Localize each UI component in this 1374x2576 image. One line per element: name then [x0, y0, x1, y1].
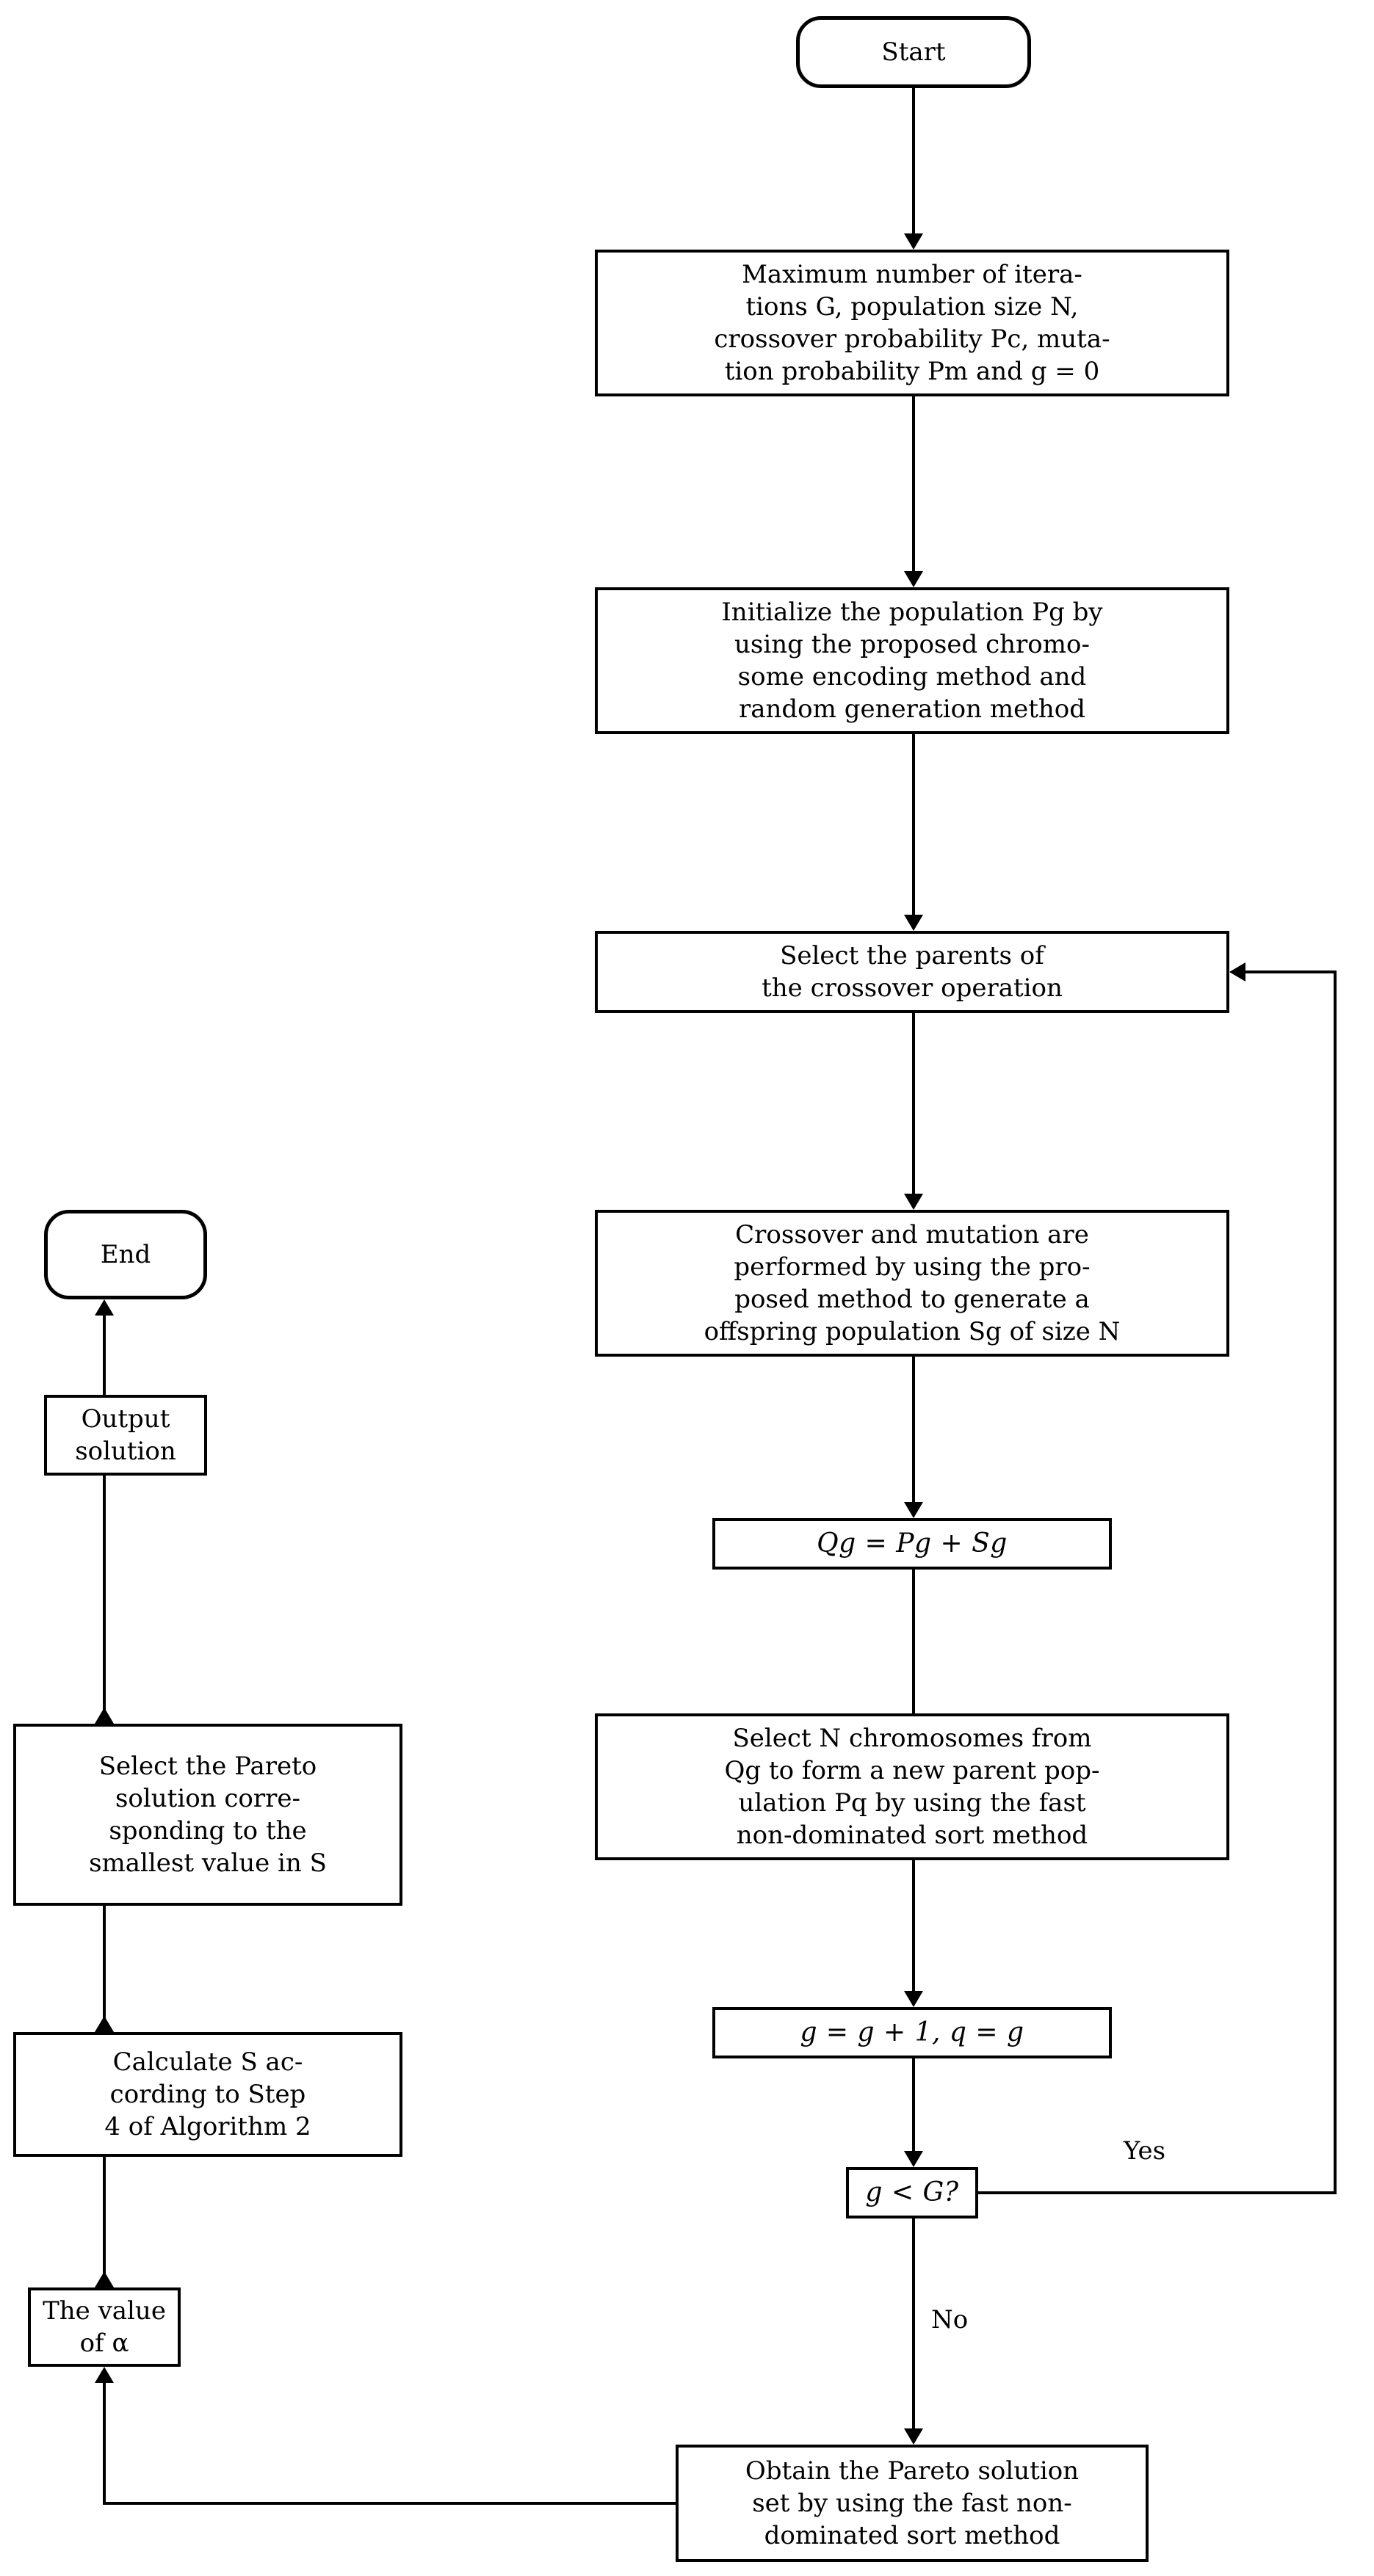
edge-select-parents-to-crossover — [912, 1013, 915, 1195]
edge-pareto-to-alpha-horizontal — [103, 2502, 677, 2505]
edge-init-population-to-select-parents — [912, 734, 915, 916]
node-loop-condition-label: g < G? — [865, 2177, 959, 2207]
arrowhead-select-chromosomes-to-increment — [904, 1991, 923, 2007]
node-init-params[interactable]: Maximum number of itera- tions G, popula… — [595, 250, 1229, 396]
node-select-parents-label: Select the parents of the crossover oper… — [762, 940, 1063, 1003]
node-calculate-s[interactable]: Calculate S ac- cording to Step 4 of Alg… — [13, 2032, 402, 2157]
edge-calculate-s-to-select-pareto — [103, 1904, 106, 2033]
node-select-chromosomes-label: Select N chromosomes from Qg to form a n… — [724, 1723, 1100, 1851]
node-init-params-label: Maximum number of itera- tions G, popula… — [714, 259, 1110, 387]
arrowhead-increment-to-condition — [904, 2151, 923, 2167]
node-obtain-pareto-set[interactable]: Obtain the Pareto solution set by using … — [676, 2445, 1149, 2562]
edge-increment-to-condition — [912, 2058, 915, 2152]
node-output-solution[interactable]: Output solution — [44, 1395, 207, 1476]
node-start[interactable]: Start — [796, 16, 1031, 88]
node-select-parents[interactable]: Select the parents of the crossover oper… — [595, 931, 1229, 1013]
node-combine-populations-label: Qg = Pg + Sg — [817, 1528, 1008, 1559]
arrowhead-select-parents-to-crossover — [904, 1194, 923, 1210]
node-value-alpha[interactable]: The value of α — [28, 2287, 181, 2367]
node-increment-counter-label: g = g + 1, q = g — [800, 2017, 1024, 2047]
edge-pareto-to-alpha-vertical — [103, 2383, 106, 2503]
node-select-pareto-solution[interactable]: Select the Pareto solution corre- spondi… — [13, 1724, 402, 1906]
arrowhead-init-population-to-select-parents — [904, 915, 923, 931]
node-crossover-mutation-label: Crossover and mutation are performed by … — [704, 1219, 1121, 1347]
node-end-label: End — [100, 1239, 151, 1269]
node-value-alpha-label: The value of α — [43, 2296, 166, 2358]
arrowhead-crossover-to-combine — [904, 1502, 923, 1518]
edge-combine-to-select-chromosomes — [912, 1570, 915, 1716]
edge-no-vertical — [912, 2218, 915, 2431]
node-loop-condition[interactable]: g < G? — [846, 2167, 978, 2218]
node-init-population[interactable]: Initialize the population Pg by using th… — [595, 587, 1229, 734]
edge-output-to-end — [103, 1316, 106, 1396]
edge-start-to-init-params — [912, 88, 915, 235]
node-select-chromosomes[interactable]: Select N chromosomes from Qg to form a n… — [595, 1713, 1229, 1860]
edge-init-params-to-init-population — [912, 396, 915, 573]
node-crossover-mutation[interactable]: Crossover and mutation are performed by … — [595, 1210, 1229, 1357]
arrowhead-output-to-end — [95, 1299, 114, 1316]
edge-select-pareto-to-output — [103, 1476, 106, 1725]
arrowhead-calculate-s-to-select-pareto — [95, 2016, 114, 2032]
node-init-population-label: Initialize the population Pg by using th… — [721, 597, 1103, 725]
edge-label-yes: Yes — [1124, 2136, 1166, 2166]
node-combine-populations[interactable]: Qg = Pg + Sg — [712, 1518, 1112, 1570]
node-increment-counter[interactable]: g = g + 1, q = g — [712, 2007, 1112, 2058]
arrowhead-init-params-to-init-population — [904, 571, 923, 587]
arrowhead-into-value-alpha — [95, 2367, 114, 2383]
edge-label-no: No — [931, 2305, 969, 2334]
edge-yes-return-horizontal — [1245, 970, 1337, 973]
node-start-label: Start — [881, 37, 946, 67]
edge-alpha-to-calculate-s — [103, 2157, 106, 2289]
arrowhead-start-to-init-params — [904, 233, 923, 250]
edge-crossover-to-combine — [912, 1357, 915, 1503]
arrowhead-no-into-obtain-pareto — [904, 2428, 923, 2445]
node-output-solution-label: Output solution — [75, 1404, 176, 1466]
edge-yes-horizontal — [978, 2191, 1337, 2194]
node-end-shape[interactable]: End — [44, 1210, 207, 1299]
node-obtain-pareto-set-label: Obtain the Pareto solution set by using … — [745, 2456, 1080, 2551]
node-calculate-s-label: Calculate S ac- cording to Step 4 of Alg… — [104, 2047, 311, 2142]
node-select-pareto-solution-label: Select the Pareto solution corre- spondi… — [89, 1751, 327, 1879]
edge-select-chromosomes-to-increment — [912, 1860, 915, 1992]
edge-yes-vertical — [1334, 972, 1337, 2193]
arrowhead-alpha-to-calculate-s — [95, 2271, 114, 2287]
arrowhead-yes-into-select-parents — [1229, 962, 1245, 982]
arrowhead-select-pareto-to-output — [95, 1708, 114, 1724]
